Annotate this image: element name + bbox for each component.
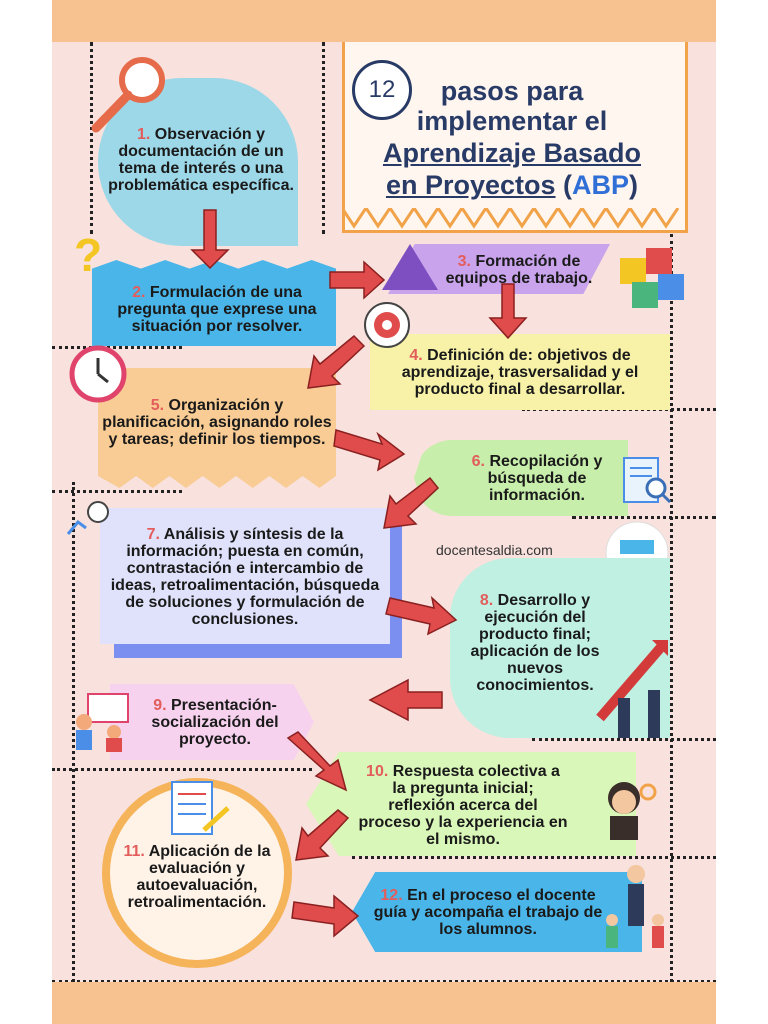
step-5: 5. Organización y planificación, asignan… [102,382,332,462]
infographic: 12 pasos para implementar el Aprendizaje… [52,42,716,982]
step-11-text: Aplicación de la evaluación y autoevalua… [127,843,271,911]
title-line-2: implementar el [416,106,608,136]
step-12: 12. En el proceso el docente guía y acom… [370,880,606,944]
step-12-panel [352,872,642,952]
evaluation-icon [171,781,230,835]
step-7: 7. Análisis y síntesis de la información… [102,520,388,634]
top-band [52,0,716,42]
step-9-panel [110,684,314,760]
step-11-number: 11. [123,843,145,860]
step-9: 9. Presentación-socialización del proyec… [136,692,294,752]
title-abp: ABP [572,170,630,200]
step-6-text: Recopilación y búsqueda de información. [487,452,603,504]
flow-arrows [190,209,528,938]
step-2-text: Formulación de una pregunta que exprese … [117,283,317,335]
step-7-number: 7. [146,526,160,543]
document-search-icon [623,457,672,504]
step-8-text: Desarrollo y ejecución del producto fina… [470,592,600,694]
step-9-number: 9. [153,696,167,714]
step-6-number: 6. [471,452,485,470]
step-3: 3. Formación de equipos de trabajo. [428,248,610,292]
step-3-text: Formación de equipos de trabajo. [445,253,593,287]
step-7-text: Análisis y síntesis de la información; p… [110,526,380,628]
step-10-panel [306,752,636,856]
step-9-text: Presentación-socialización del proyecto. [151,696,279,748]
step-1: 1. Observación y documentación de un tem… [108,114,294,206]
step-4-panel [370,334,670,410]
title-line-4-b: ( [555,170,573,200]
target-icon [364,302,410,348]
bottom-band [52,982,716,1024]
title-line-4-d: ) [629,170,639,200]
step-2-number: 2. [132,283,146,301]
step-10: 10. Respuesta colectiva a la pregunta in… [358,758,568,852]
step-7-panel [100,508,390,644]
title-number-badge: 12 [352,60,412,120]
title-line-4-a: en Proyectos [385,170,556,200]
title-zigzag-decoration [342,208,680,229]
step-11: 11. Aplicación de la evaluación y autoev… [112,842,282,912]
step-2: 2. Formulación de una pregunta que expre… [112,274,322,344]
presentation-icon [76,693,129,752]
title-line-3: Aprendizaje Basado [382,138,642,168]
step-10-number: 10. [366,762,389,780]
step-2-panel [92,260,336,346]
step-10-text: Respuesta colectiva a la pregunta inicia… [358,762,568,848]
step-8-panel [450,558,670,738]
website-url: docentesaldia.com [436,542,553,558]
title-line-4: en Proyectos (ABP) [342,170,682,201]
growth-chart-icon [596,640,668,738]
step-3-triangle [382,244,438,290]
step-5-text: Organización y planificación, asignando … [102,396,332,448]
teacher-students-icon [606,865,664,948]
puzzle-icon [620,248,684,308]
step-12-number: 12. [380,886,403,904]
step-3-number: 3. [457,253,471,270]
step-1-number: 1. [136,126,151,143]
step-6-panel [414,440,628,516]
step-6: 6. Recopilación y búsqueda de informació… [452,446,622,510]
thinking-person-icon [608,782,657,840]
step-5-panel [98,368,336,488]
step-4-number: 4. [409,346,423,364]
step-8: 8. Desarrollo y ejecución del producto f… [460,588,610,698]
step-1-bubble [98,78,298,246]
question-mark-icon: ? [74,229,103,281]
step-8-number: 8. [479,592,494,609]
step-4-text: Definición de: objetivos de aprendizaje,… [401,346,639,398]
step-1-text: Observación y documentación de un tema d… [108,126,294,194]
clock-icon [69,345,127,403]
analysis-icon [66,501,109,535]
step-5-number: 5. [150,396,165,414]
magnifier-icon [91,57,165,133]
step-12-text: En el proceso el docente guía y acompaña… [373,886,603,938]
step-4: 4. Definición de: objetivos de aprendiza… [374,338,666,406]
title-line-1: pasos para [440,76,584,106]
